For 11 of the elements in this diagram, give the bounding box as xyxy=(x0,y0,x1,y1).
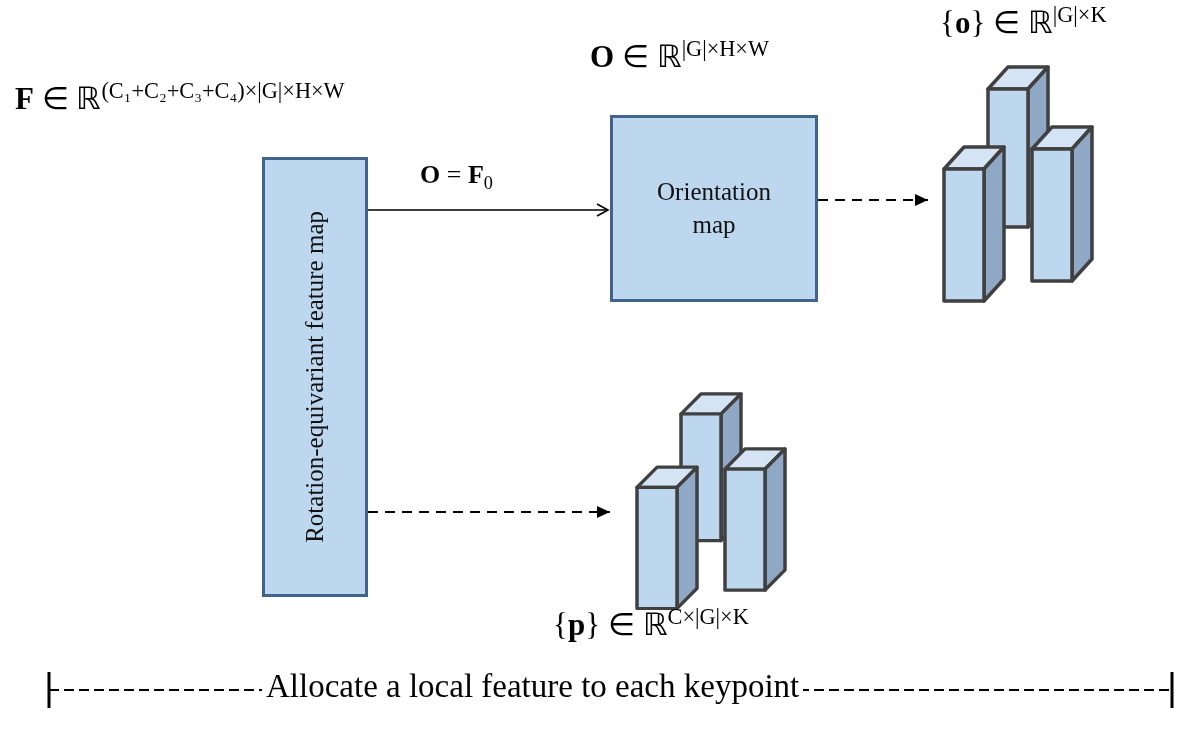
box-label: Rotation-equivariant feature map xyxy=(300,211,329,543)
process-box xyxy=(262,157,368,597)
formula-label: F ∈ ℝ$^{(C₁+C₂+C₃+C₄)×|G|×H×W}$ xyxy=(15,78,345,118)
formula-label: {o} ∈ ℝ$^{|G|×K}$ xyxy=(940,2,1107,42)
arrow xyxy=(367,506,611,518)
process-box xyxy=(610,115,818,302)
arrow xyxy=(367,203,609,217)
arrow xyxy=(817,194,929,206)
formula-label: O ∈ ℝ$^{|G|×H×W}$ xyxy=(590,36,769,76)
box-label: Orientation map xyxy=(656,177,772,240)
formula-label: {p} ∈ ℝ$^{C×|G|×K}$ xyxy=(553,604,749,644)
